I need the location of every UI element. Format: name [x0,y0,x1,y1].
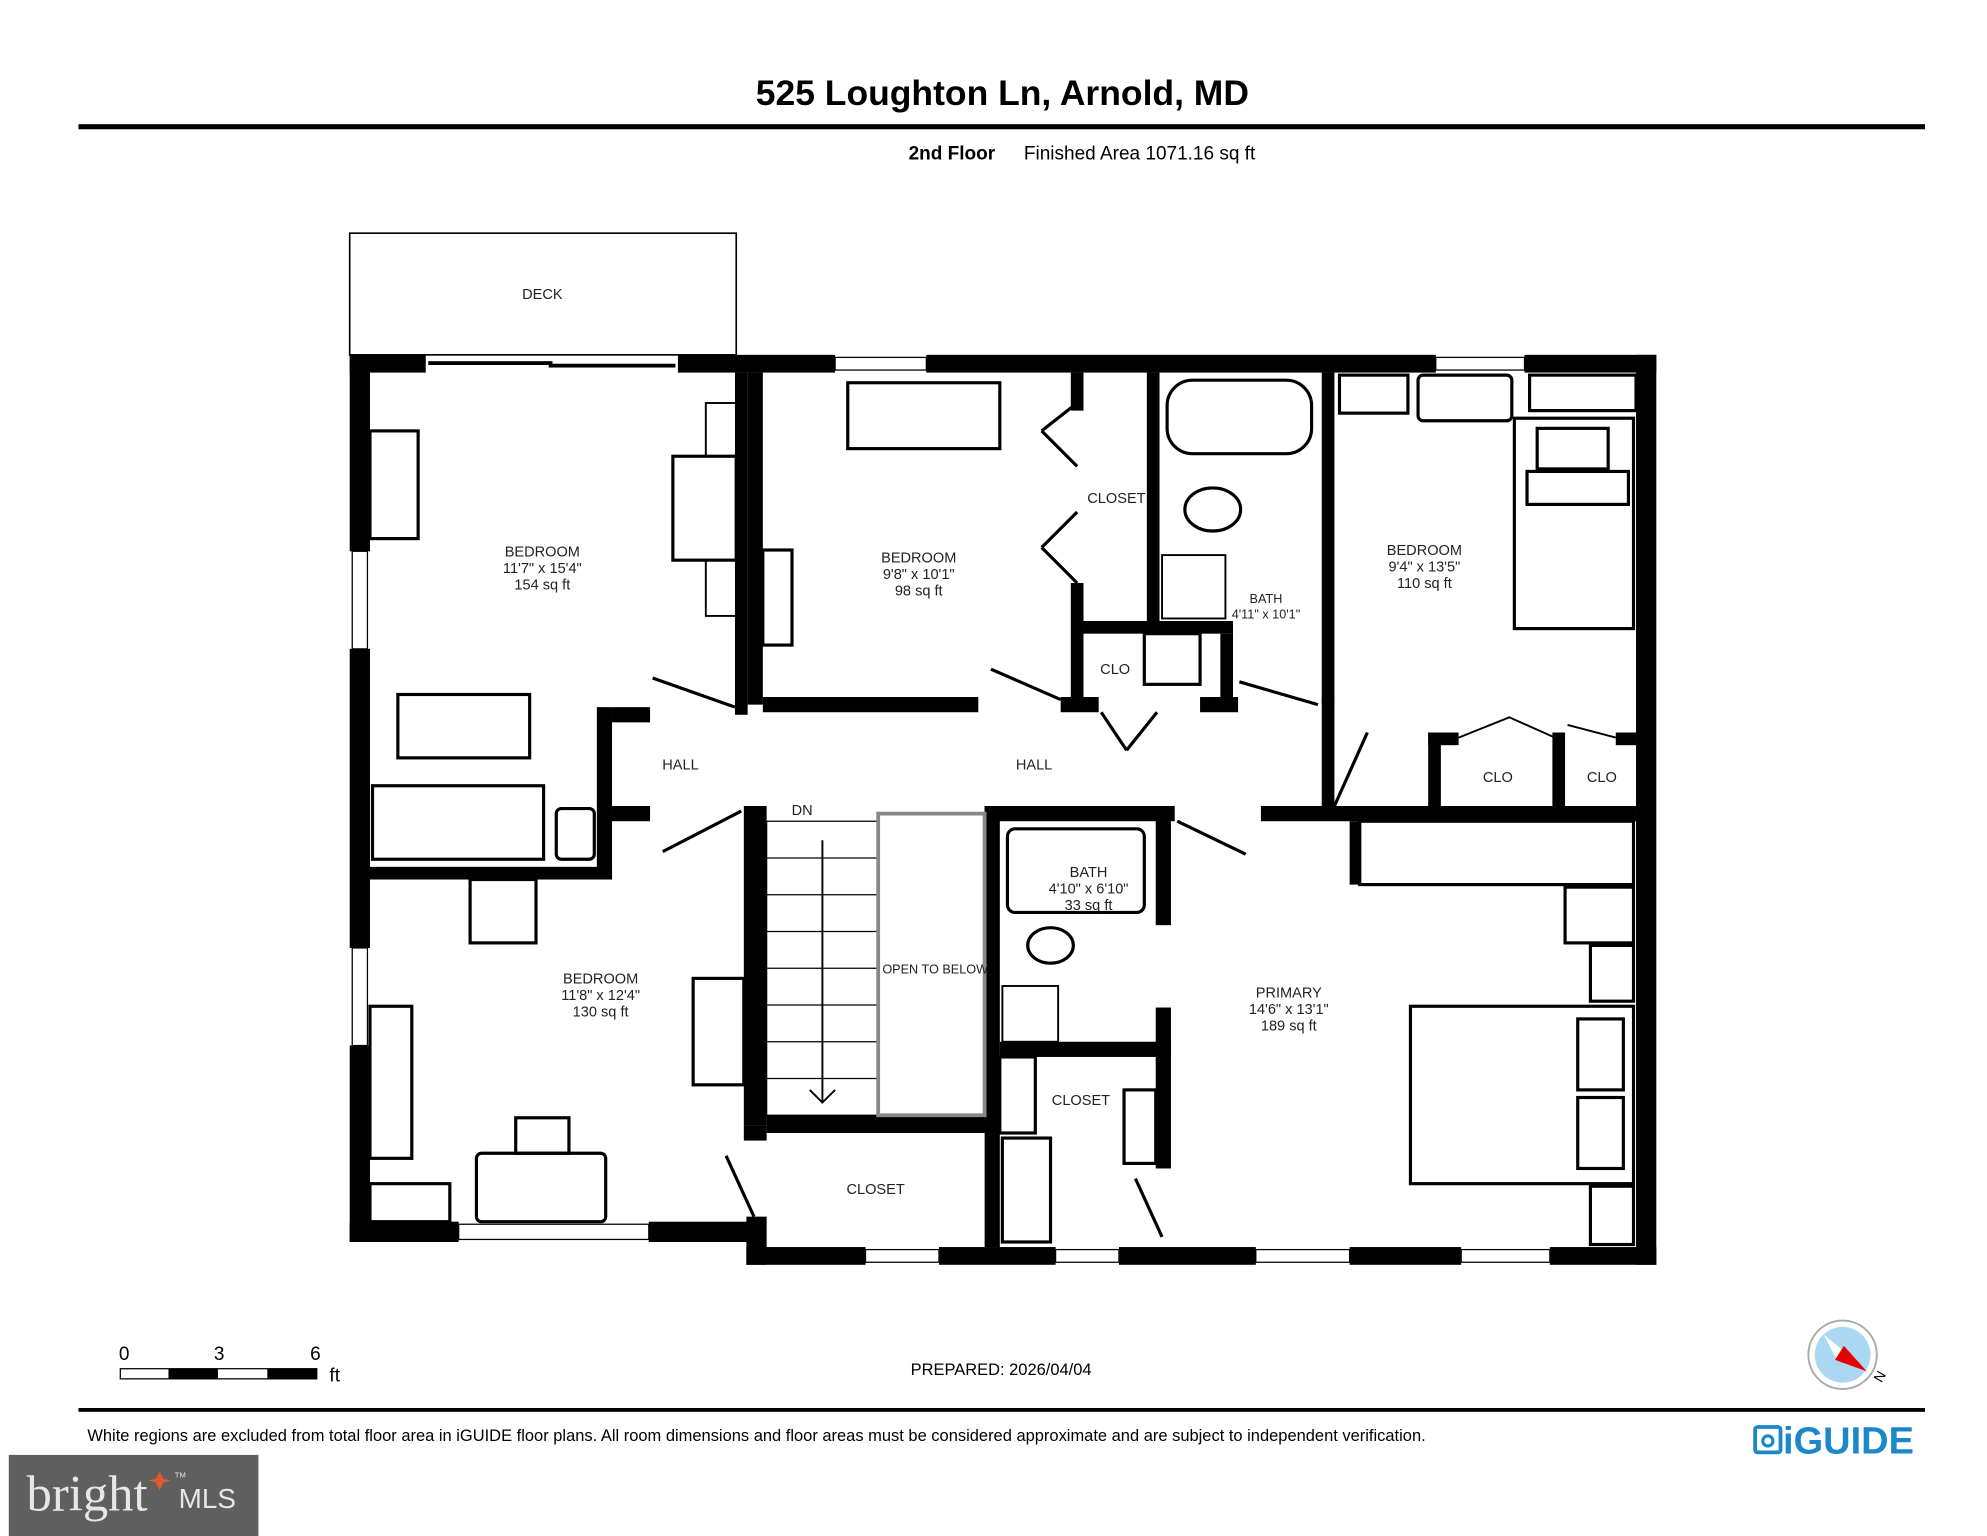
room-area: 130 sq ft [573,1004,629,1020]
svg-text:MLS: MLS [179,1483,236,1514]
room-name: BEDROOM [563,971,638,987]
room-name: BATH [1250,592,1283,606]
room-dims: 9'4" x 13'5" [1389,560,1461,576]
room-area: 98 sq ft [895,584,943,600]
open-to-below-label: OPEN TO BELOW [882,962,988,976]
svg-text:ft: ft [329,1365,340,1386]
page-title: 525 Loughton Ln, Arnold, MD [756,73,1249,113]
room-name: BEDROOM [505,544,580,560]
svg-text:0: 0 [119,1344,130,1365]
footer-divider [78,1408,1925,1412]
room-name: BEDROOM [1387,543,1462,559]
room-name: BEDROOM [881,551,956,567]
stairs-label: DN [792,803,813,819]
header-divider [78,124,1925,130]
floor-label: 2nd Floor [909,144,996,165]
svg-text:bright: bright [27,1466,148,1522]
room-dims: 9'8" x 10'1" [883,567,955,583]
room-name: CLOSET [1087,491,1145,507]
room-area: 33 sq ft [1065,898,1113,914]
staircase [766,811,987,1118]
prepared-date: PREPARED: 2026/04/04 [911,1361,1092,1379]
svg-text:N: N [1870,1368,1889,1385]
door-swings [652,401,1616,1238]
furniture [368,373,1638,1247]
room-label-deck: DECK [522,287,563,303]
room-name: CLO [1100,662,1130,678]
room-area: 154 sq ft [514,577,570,593]
room-dims: 11'8" x 12'4" [561,988,640,1004]
iguide-logo: iGUIDE [1753,1421,1914,1463]
exterior-walls [349,354,1657,1265]
bright-mls-logo: bright TM MLS [8,1454,259,1536]
windows [351,356,1551,1263]
svg-text:TM: TM [175,1471,186,1480]
room-name: PRIMARY [1256,985,1322,1001]
room-dims: 4'10" x 6'10" [1049,881,1129,897]
disclaimer: White regions are excluded from total fl… [87,1427,1425,1445]
room-labels: BEDROOM 11'7" x 15'4" 154 sq ft BEDROOM … [503,491,1617,1198]
room-name: HALL [662,757,698,773]
compass-icon: N [1807,1319,1889,1390]
interior-walls [369,372,1637,1248]
room-area: 189 sq ft [1261,1018,1317,1034]
svg-text:6: 6 [310,1344,321,1365]
svg-text:3: 3 [214,1344,225,1365]
room-name: HALL [1016,757,1052,773]
room-dims: 14'6" x 13'1" [1249,1002,1329,1018]
svg-text:iGUIDE: iGUIDE [1783,1421,1914,1463]
room-name: CLO [1587,770,1617,786]
room-area: 110 sq ft [1397,576,1452,592]
room-name: CLO [1483,770,1513,786]
room-dims: 11'7" x 15'4" [503,561,582,577]
scale-bar: 0 3 6 ft [119,1344,341,1387]
room-name: CLOSET [1052,1093,1110,1109]
finished-area: Finished Area 1071.16 sq ft [1024,144,1256,165]
room-dims: 4'11" x 10'1" [1232,607,1300,621]
room-name: CLOSET [847,1182,905,1198]
room-name: BATH [1070,865,1108,881]
deck: DECK [348,232,738,356]
